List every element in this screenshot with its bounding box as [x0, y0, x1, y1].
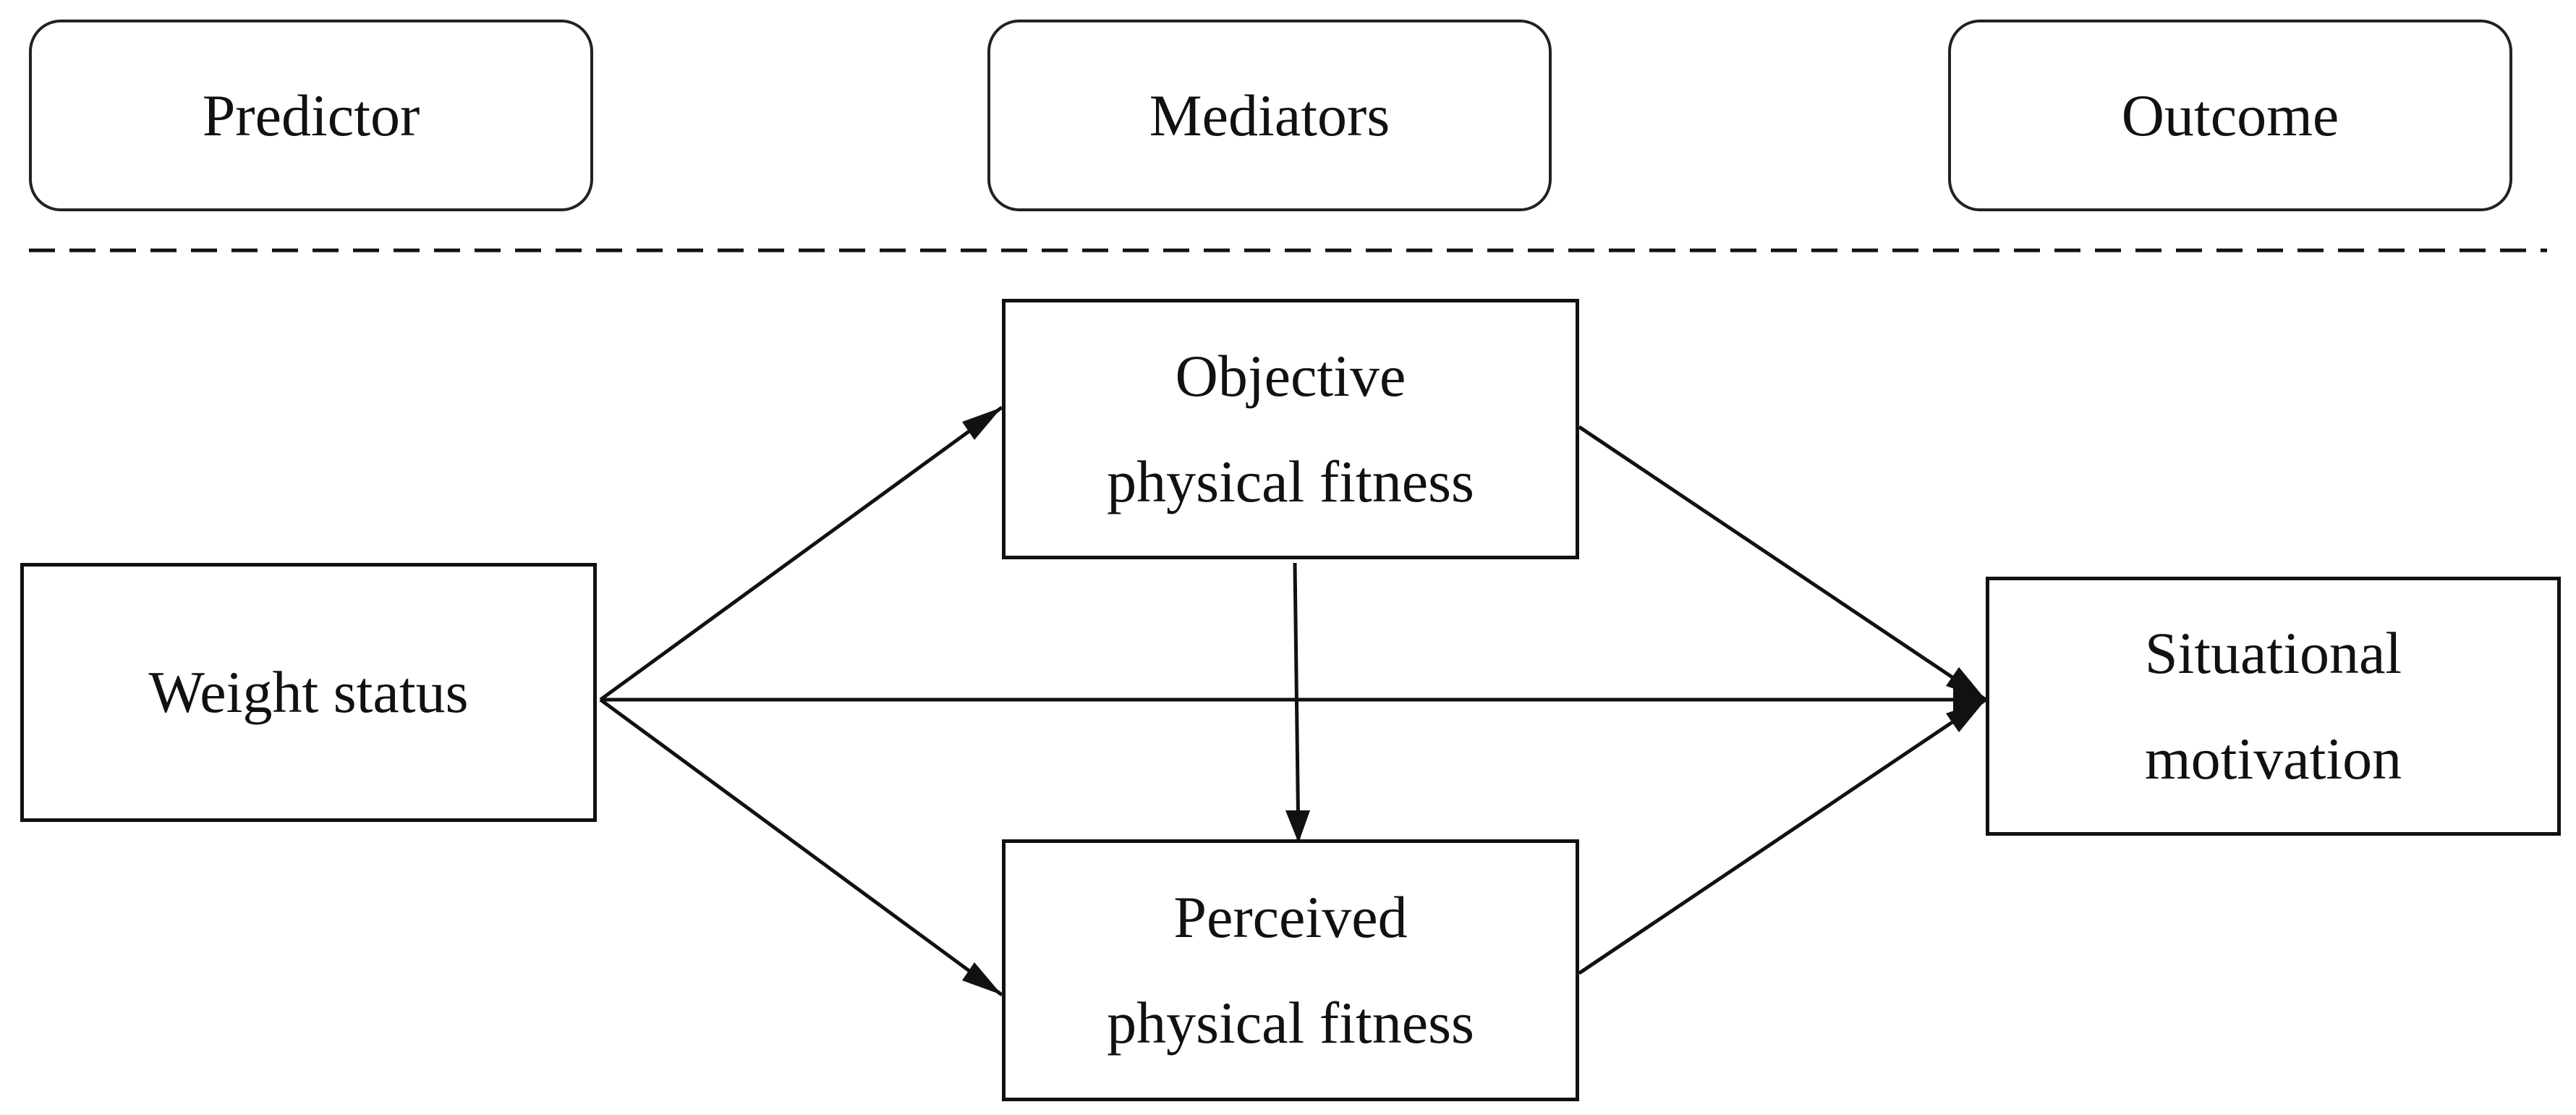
situational-motivation-node: Situational motivation — [1986, 577, 2561, 836]
outcome-header-label: Outcome — [2121, 82, 2339, 148]
arrow-objective-to-motivation — [1578, 425, 1987, 702]
arrow-perceived-to-motivation — [1578, 698, 1987, 975]
outcome-header: Outcome — [1948, 20, 2512, 211]
arrowhead-objective-to-motivation — [1946, 667, 1986, 700]
arrow-weight-to-objective — [599, 405, 1003, 702]
weight-status-node: Weight status — [20, 563, 597, 822]
situational-motivation-label-line1: Situational — [2144, 620, 2402, 687]
arrow-weight-to-perceived — [599, 698, 1003, 997]
arrowhead-weight-to-perceived — [962, 962, 1002, 995]
mediators-header-label: Mediators — [1149, 82, 1390, 148]
arrowhead-objective-to-perceived — [1285, 810, 1310, 843]
objective-physical-fitness-node: Objective physical fitness — [1002, 299, 1579, 559]
situational-motivation-label-line2: motivation — [2144, 726, 2402, 792]
weight-status-label: Weight status — [148, 659, 469, 726]
predictor-header-label: Predictor — [202, 82, 420, 148]
perceived-fitness-label-line1: Perceived — [1173, 884, 1408, 951]
perceived-physical-fitness-node: Perceived physical fitness — [1002, 839, 1579, 1101]
predictor-header: Predictor — [29, 20, 593, 211]
perceived-fitness-label-line2: physical fitness — [1107, 990, 1474, 1056]
objective-fitness-label-line2: physical fitness — [1107, 449, 1474, 514]
arrowhead-perceived-to-motivation — [1946, 700, 1986, 732]
objective-fitness-label-line1: Objective — [1175, 343, 1406, 410]
arrow-objective-to-perceived — [1293, 562, 1301, 844]
arrowhead-weight-to-motivation — [1953, 687, 1986, 712]
mediators-header: Mediators — [987, 20, 1552, 211]
arrowhead-weight-to-objective — [962, 407, 1002, 440]
